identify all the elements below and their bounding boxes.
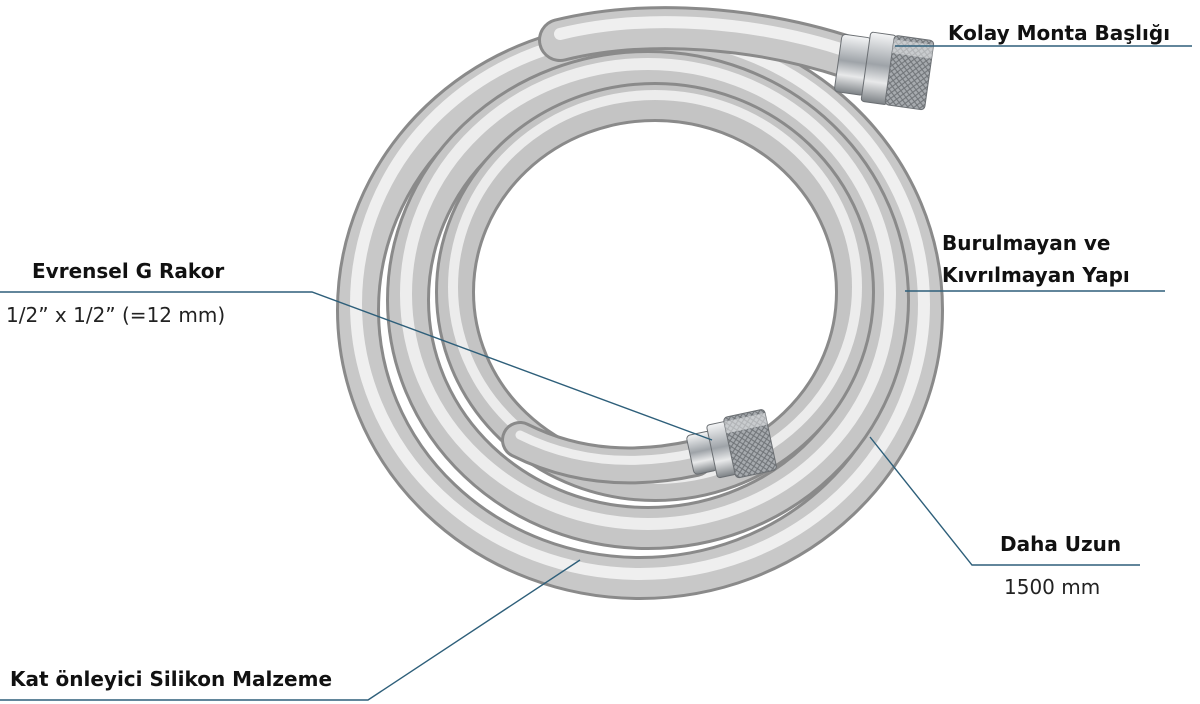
leader-lines xyxy=(0,45,1192,701)
hose-bottom-tail xyxy=(504,424,711,482)
silicone-hose xyxy=(336,6,944,600)
hose-bottom-tail-highlight xyxy=(515,430,700,465)
leader-universal-fitting xyxy=(0,291,713,441)
label-mount-head: Kolay Monta Başlığı xyxy=(948,21,1171,45)
label-length: 1500 mm xyxy=(1004,575,1101,599)
label-no-kink-line1: Burulmayan ve xyxy=(942,231,1111,255)
leader-material xyxy=(0,559,581,701)
label-material: Kat önleyici Silikon Malzeme xyxy=(10,667,333,691)
hose-inner-coil-highlight xyxy=(448,90,862,484)
leader-longer xyxy=(869,436,1140,566)
mounting-head-fitting xyxy=(834,31,935,111)
label-no-kink-line2: Kıvrılmayan Yapı xyxy=(942,263,1130,287)
label-longer: Daha Uzun xyxy=(1000,532,1122,556)
label-universal-fitting: Evrensel G Rakor xyxy=(32,259,225,283)
universal-g-fitting xyxy=(686,409,777,479)
hose-middle-coil-highlight xyxy=(400,58,896,530)
hose-top-tail-highlight xyxy=(554,16,856,58)
label-fitting-size: 1/2” x 1/2” (=12 mm) xyxy=(6,303,226,327)
